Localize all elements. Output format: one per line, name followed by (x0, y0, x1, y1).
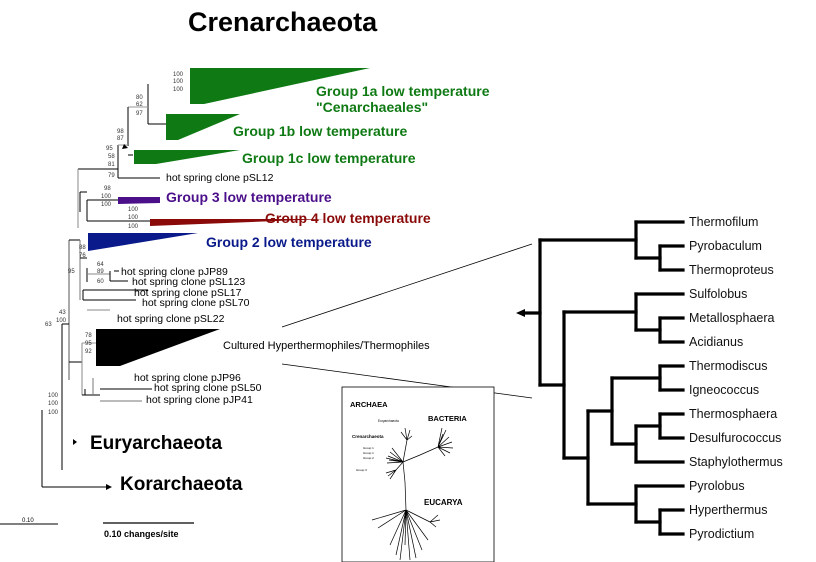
wedge-group-1b (166, 114, 240, 140)
wedge-cultured (96, 329, 220, 366)
wedge-group-2 (88, 233, 198, 251)
bootstrap: 100 (173, 79, 184, 85)
label-group-4: Group 4 low temperature (265, 210, 431, 226)
label-korarchaeota: Korarchaeota (120, 474, 243, 495)
inset-eucarya: EUCARYA (424, 498, 463, 507)
inset-label: Group 1 (363, 446, 374, 450)
clone-label: hot spring clone pSL70 (142, 297, 250, 309)
taxon-label: Thermofilum (689, 215, 758, 229)
arrow-korarchaeota-icon (106, 484, 112, 490)
bootstrap: 97 (136, 111, 143, 117)
bootstrap: 64 (97, 262, 104, 268)
bootstrap: 89 (97, 269, 104, 275)
taxon-label: Staphylothermus (689, 455, 783, 469)
label-cenarchaeales: "Cenarchaeales" (316, 99, 428, 115)
figure-title: Crenarchaeota (188, 7, 378, 37)
bootstrap: 78 (85, 333, 92, 339)
bootstrap: 63 (45, 322, 52, 328)
bootstrap: 95 (85, 341, 92, 347)
bootstrap: 76 (79, 253, 86, 259)
bootstrap: 100 (101, 194, 112, 200)
cultured-tree-branches (523, 220, 685, 536)
label-euryarchaeota: Euryarchaeota (90, 433, 222, 454)
clone-label: hot spring clone pSL12 (166, 172, 274, 184)
clone-label: hot spring clone pJP96 (134, 372, 241, 384)
inset-label: Euryarchaeota (378, 419, 399, 423)
wedge-group-1c (134, 150, 240, 164)
bootstrap: 100 (48, 410, 59, 416)
taxon-label: Thermoproteus (689, 263, 774, 277)
bootstrap: 95 (68, 269, 75, 275)
inset-bacteria: BACTERIA (428, 414, 467, 423)
connector-line-top (281, 243, 533, 328)
bootstrap: 60 (97, 279, 104, 285)
bootstrap: 100 (128, 224, 139, 230)
inset-label: Group 1 (363, 451, 374, 455)
scale-small-label: 0.10 (22, 518, 34, 524)
inset-label: Crenarchaeota (352, 434, 384, 439)
bootstrap: 100 (173, 72, 184, 78)
bootstrap: 79 (108, 173, 115, 179)
bootstrap: 92 (85, 349, 92, 355)
inset-branches (371, 427, 454, 561)
bootstrap: 100 (128, 215, 139, 221)
taxon-label: Pyrobaculum (689, 239, 762, 253)
wedge-group-3 (118, 197, 160, 204)
bootstrap: 100 (173, 87, 184, 93)
scale-label: 0.10 changes/site (104, 529, 179, 539)
label-group-1a: Group 1a low temperature (316, 83, 490, 99)
label-cultured: Cultured Hyperthermophiles/Thermophiles (223, 340, 430, 352)
inset-archaea: ARCHAEA (350, 400, 388, 409)
clone-label: hot spring clone pSL50 (154, 382, 262, 394)
taxon-label: Metallosphaera (689, 311, 775, 325)
taxon-label: Pyrolobus (689, 479, 745, 493)
bootstrap: 100 (101, 202, 112, 208)
label-group-1b: Group 1b low temperature (233, 123, 407, 139)
label-group-2: Group 2 low temperature (206, 234, 372, 250)
label-group-3: Group 3 low temperature (166, 189, 332, 205)
cultured-tree-taxa: Thermofilum Pyrobaculum Thermoproteus Su… (689, 215, 783, 541)
bootstrap: 62 (136, 102, 143, 108)
taxon-label: Thermodiscus (689, 359, 768, 373)
clone-label: hot spring clone pJP41 (146, 394, 253, 406)
taxon-label: Pyrodictium (689, 527, 754, 541)
taxon-label: Igneococcus (689, 383, 759, 397)
bootstrap: 81 (108, 162, 115, 168)
bootstrap: 100 (128, 207, 139, 213)
wedge-group-1a (190, 68, 370, 104)
main-tree-branches (41, 84, 166, 488)
clone-label: hot spring clone pJP89 (121, 266, 228, 278)
bootstrap-values: 100 100 100 80 62 97 98 87 95 58 81 79 9… (45, 72, 184, 416)
bootstrap: 100 (48, 401, 59, 407)
root-arrow-icon (516, 309, 525, 317)
bootstrap: 98 (104, 186, 111, 192)
node-arrow-icon (122, 144, 128, 149)
inset-frame (341, 386, 495, 562)
bootstrap: 100 (48, 393, 59, 399)
clone-label: hot spring clone pSL123 (132, 276, 245, 288)
bootstrap: 58 (108, 154, 115, 160)
taxon-label: Hyperthermus (689, 503, 768, 517)
wedge-group-4 (150, 219, 326, 226)
inset-universal-tree: ARCHAEA BACTERIA EUCARYA Euryarchaeota C… (341, 386, 495, 562)
taxon-label: Sulfolobus (689, 287, 747, 301)
bootstrap: 95 (106, 146, 113, 152)
arrow-euryarchaeota-icon (73, 439, 77, 445)
bootstrap: 88 (79, 245, 86, 251)
taxon-label: Desulfurococcus (689, 431, 781, 445)
bootstrap: 80 (136, 95, 143, 101)
inset-label: Group 2 (363, 456, 374, 460)
clone-label: hot spring clone pSL17 (134, 287, 242, 299)
inset-label: Group 3 (356, 468, 367, 472)
clone-label: hot spring clone pSL22 (117, 313, 225, 325)
bootstrap: 100 (56, 318, 67, 324)
bootstrap: 87 (117, 136, 124, 142)
taxon-label: Thermosphaera (689, 407, 777, 421)
bootstrap: 98 (117, 129, 124, 135)
bootstrap: 43 (59, 310, 66, 316)
taxon-label: Acidianus (689, 335, 743, 349)
label-group-1c: Group 1c low temperature (242, 150, 416, 166)
